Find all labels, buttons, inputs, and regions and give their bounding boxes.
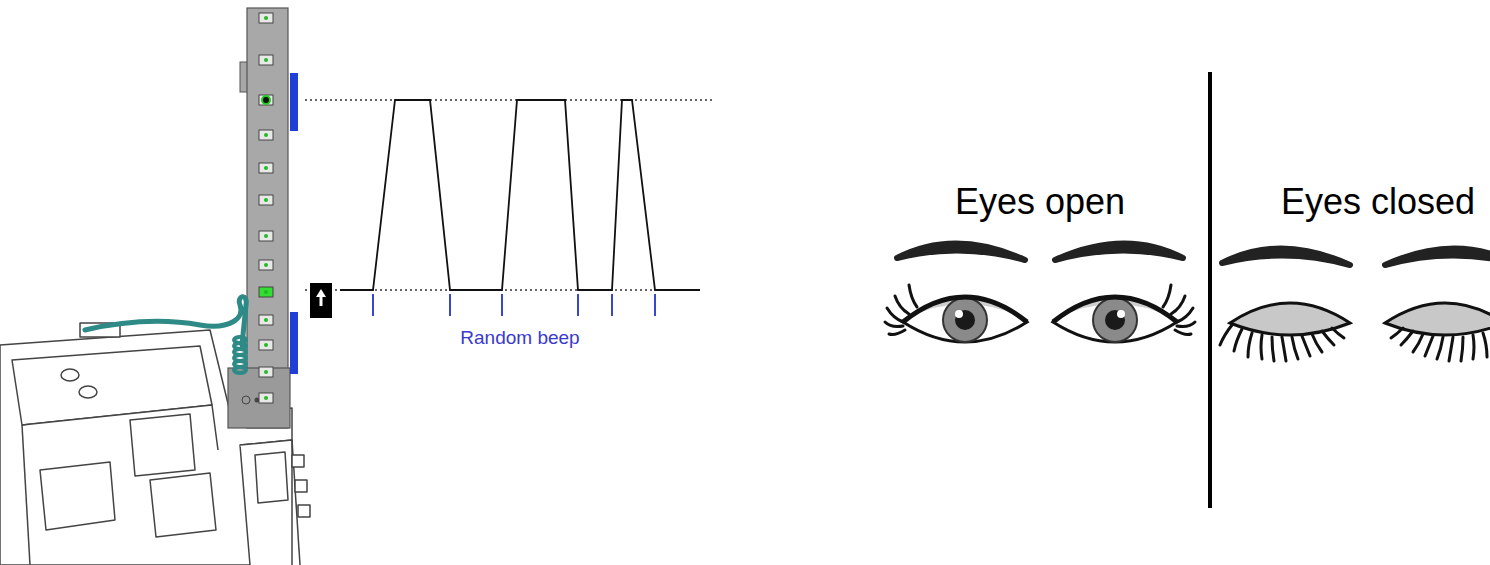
led: [259, 340, 273, 350]
led: [259, 367, 273, 377]
button-icon: [310, 283, 332, 318]
led: [259, 315, 273, 325]
led-column: [228, 8, 290, 428]
open-eye: [1053, 243, 1195, 342]
led: [259, 95, 273, 105]
cable-coil: [234, 337, 246, 373]
led: [259, 393, 273, 403]
led: [259, 130, 273, 140]
led: [259, 287, 273, 297]
open-eye: [885, 243, 1027, 342]
condition-label: Eyes open: [955, 182, 1125, 222]
beep-ticks: [373, 294, 655, 316]
guide-line: [305, 99, 715, 101]
cable: [85, 297, 246, 345]
closed-eye: [1385, 248, 1490, 361]
condition-label: Eyes closed: [1281, 182, 1475, 222]
led: [259, 163, 273, 173]
led: [259, 55, 273, 65]
up-arrow: [316, 289, 326, 306]
led: [259, 195, 273, 205]
led: [259, 231, 273, 241]
led: [259, 13, 273, 23]
divider: [1208, 72, 1212, 508]
signal-trace: [340, 100, 700, 290]
led: [259, 260, 273, 270]
closed-eye: [1220, 248, 1350, 361]
target-bar: [290, 73, 298, 131]
signal-label: Random beep: [460, 328, 579, 349]
target-bar: [290, 312, 298, 374]
